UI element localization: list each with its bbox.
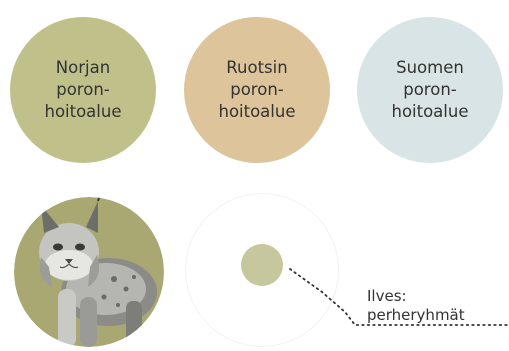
lynx-icon xyxy=(14,197,164,347)
finland-region-label: Suomen poron- hoitoalue xyxy=(391,57,468,123)
sweden-region-label: Ruotsin poron- hoitoalue xyxy=(218,57,295,123)
sweden-region-circle: Ruotsin poron- hoitoalue xyxy=(184,17,330,163)
finland-region-circle: Suomen poron- hoitoalue xyxy=(357,17,503,163)
norway-region-circle: Norjan poron- hoitoalue xyxy=(10,17,156,163)
lynx-family-group-marker xyxy=(241,244,283,286)
lynx-image xyxy=(14,197,164,347)
norway-region-label: Norjan poron- hoitoalue xyxy=(44,57,121,123)
legend-label: Ilves: perheryhmät xyxy=(367,287,465,325)
